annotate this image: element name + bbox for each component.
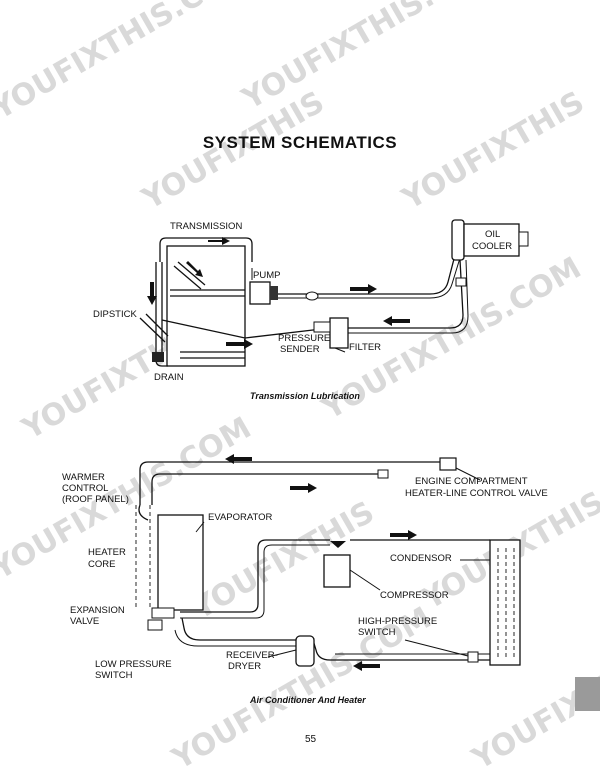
cooler-supply-line-inner (278, 257, 461, 299)
condenser (489, 539, 521, 666)
high-pressure-switch-label: SWITCH (358, 627, 396, 638)
compressor (323, 554, 351, 588)
expansion-valve (151, 607, 175, 619)
cooler-tank (451, 219, 465, 261)
hose-end (377, 469, 389, 479)
high-pressure-switch-label: HIGH-PRESSURE (358, 616, 437, 627)
pump (249, 281, 271, 305)
flow-arrow (350, 284, 377, 294)
heater-supply-line (139, 461, 440, 505)
cooler-end (518, 231, 529, 247)
flow-arrow (226, 339, 253, 349)
line-fitting (305, 291, 319, 301)
flow-arrow (147, 282, 157, 305)
heater-core-label: CORE (88, 559, 115, 570)
transmission-label: TRANSMISSION (170, 221, 242, 232)
evaporator (157, 514, 204, 611)
transmission-side-line (155, 262, 163, 360)
page-title: SYSTEM SCHEMATICS (202, 133, 398, 152)
warmer-control-label: WARMER (62, 472, 105, 483)
receiver-to-expansion-line (181, 617, 296, 641)
drain-label: DRAIN (154, 372, 184, 383)
receiver-dryer-label: RECEIVER- (226, 650, 278, 661)
watermark-text: YOUFIXTHIS.COM (0, 0, 257, 127)
transmission-caption: Transmission Lubrication (250, 391, 360, 401)
oil-cooler-label: OIL (485, 229, 500, 240)
receiver-to-expansion-line-inner (174, 629, 296, 647)
transmission-top-line (159, 237, 253, 262)
page-number: 55 (305, 734, 317, 745)
expansion-valve-label: VALVE (70, 616, 99, 627)
lower-line (180, 351, 245, 359)
low-pressure-switch (147, 619, 163, 631)
compressor-label: COMPRESSOR (380, 590, 449, 601)
filter (329, 317, 349, 349)
engine-compartment-label: ENGINE COMPARTMENT (415, 476, 528, 487)
dipstick-label: DIPSTICK (93, 309, 137, 320)
receiver-dryer-label: DRYER (228, 661, 261, 672)
internal-tube (173, 261, 206, 290)
oil-cooler-label: COOLER (472, 241, 512, 252)
transmission-lubrication-diagram: TRANSMISSION PUMP DIPSTICK DRAIN PRESSUR… (93, 219, 529, 401)
low-pressure-switch-label: LOW PRESSURE (95, 659, 172, 670)
pressure-sender (313, 321, 331, 333)
receiver-dryer (295, 635, 315, 667)
filter-label: FILTER (349, 342, 381, 353)
internal-line (170, 289, 245, 297)
flow-arrow (390, 530, 417, 540)
pump-fitting (270, 286, 278, 300)
liquid-line (312, 639, 490, 661)
high-pressure-leader (404, 639, 469, 657)
suction-line-inner (180, 544, 330, 619)
evaporator-leader (195, 521, 205, 533)
warmer-control-label: CONTROL (62, 483, 108, 494)
ac-caption: Air Conditioner And Heater (249, 695, 366, 705)
drain-plug (152, 352, 164, 362)
suction-line (180, 539, 330, 613)
filter-leader (334, 347, 346, 353)
return-line (161, 319, 331, 339)
flow-arrow (208, 237, 230, 245)
heater-core-label: HEATER (88, 547, 126, 558)
flow-arrow (290, 483, 317, 493)
warmer-control-label: (ROOF PANEL) (62, 494, 129, 505)
cooler-return-line (345, 259, 464, 329)
expansion-valve-label: EXPANSION (70, 605, 125, 616)
cooler-supply-line (278, 224, 459, 295)
receiver-leader (267, 649, 297, 658)
compressor-leader (349, 569, 381, 591)
evaporator-label: EVAPORATOR (208, 512, 273, 523)
ac-heater-diagram: WARMER CONTROL (ROOF PANEL) ENGINE COMPA… (62, 454, 548, 705)
watermark-text: YOUFIXTHIS.COM (236, 0, 508, 117)
heater-line-control-valve (439, 457, 457, 471)
section-tab (575, 677, 600, 711)
high-pressure-switch (467, 651, 479, 663)
flow-arrow (186, 261, 203, 277)
condenser-fins (497, 548, 515, 658)
hose-clamp (455, 277, 467, 287)
flow-arrow (225, 454, 252, 464)
pump-label: PUMP (253, 270, 280, 281)
heater-line-valve-label: HEATER-LINE CONTROL VALVE (405, 488, 548, 499)
low-pressure-switch-label: SWITCH (95, 670, 133, 681)
heater-return-line (151, 473, 378, 505)
heater-core-connector (138, 504, 149, 521)
cooler-return-line-inner (345, 259, 469, 334)
heater-core-outline (135, 505, 151, 610)
condensor-label: CONDENSOR (390, 553, 452, 564)
pressure-sender-label: PRESSURE (278, 333, 330, 344)
flow-arrow (353, 661, 380, 671)
dipstick (139, 313, 169, 343)
valve-leader (455, 467, 481, 481)
flow-arrow (383, 316, 410, 326)
pressure-sender-label: SENDER (280, 344, 320, 355)
compressor-valve (330, 541, 346, 548)
transmission-case (166, 245, 246, 367)
